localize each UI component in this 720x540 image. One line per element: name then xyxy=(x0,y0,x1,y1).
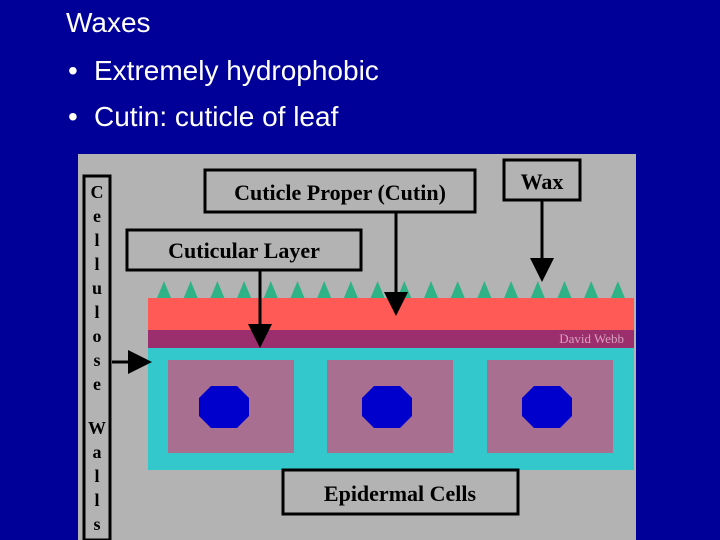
cuticle-proper-label: Cuticle Proper (Cutin) xyxy=(234,180,446,205)
wax-spike xyxy=(183,281,198,298)
wax-spike xyxy=(317,281,332,298)
wax-spike xyxy=(370,281,385,298)
wax-spike xyxy=(237,281,252,298)
cellulose-walls-letter: e xyxy=(93,374,101,394)
cuticle-proper-band xyxy=(148,298,634,330)
bullet-text: Extremely hydrophobic xyxy=(94,55,379,86)
cell-nucleus xyxy=(199,386,249,428)
epidermal-cells-label: Epidermal Cells xyxy=(324,481,477,506)
bullet-item: • Extremely hydrophobic xyxy=(68,54,379,88)
cellulose-walls-letter: C xyxy=(91,182,104,202)
epidermal-cells-label-box xyxy=(281,468,520,516)
wax-spike xyxy=(610,281,625,298)
bullet-text: Cutin: cuticle of leaf xyxy=(94,101,339,132)
cellulose-walls-letter: s xyxy=(93,350,100,370)
cellulose-walls-letter: a xyxy=(93,442,102,462)
cellulose-walls-letter: l xyxy=(94,490,99,510)
bullet-marker: • xyxy=(68,55,78,86)
slide-title: Waxes xyxy=(66,7,151,38)
cell-nucleus xyxy=(362,386,412,428)
wax-spike xyxy=(424,281,438,298)
cellulose-walls-letter: W xyxy=(88,418,106,438)
credit-text: David Webb xyxy=(559,331,624,346)
cell-nucleus xyxy=(522,386,572,428)
wax-spike xyxy=(504,281,519,298)
cellulose-walls-letter: l xyxy=(94,302,99,322)
wax-spike xyxy=(450,281,465,298)
bullet-marker: • xyxy=(68,101,78,132)
wax-label-box xyxy=(502,158,582,202)
wax-spike xyxy=(530,281,545,298)
cuticular-layer-label: Cuticular Layer xyxy=(168,238,320,263)
cellulose-walls-letter: l xyxy=(94,254,99,274)
wax-spike xyxy=(157,281,171,298)
cellulose-walls-letter: l xyxy=(94,230,99,250)
cellulose-walls-letter: s xyxy=(93,514,100,534)
cellulose-walls-letter: l xyxy=(94,466,99,486)
wax-spike xyxy=(477,281,492,298)
cellulose-walls-box xyxy=(82,174,112,540)
bullet-item: • Cutin: cuticle of leaf xyxy=(68,100,338,134)
wax-spike xyxy=(584,281,599,298)
cellulose-walls-letter: e xyxy=(93,206,101,226)
wax-spike xyxy=(290,281,305,298)
cellulose-walls-letter: u xyxy=(92,278,102,298)
cuticle-proper-label-box xyxy=(203,168,477,214)
wax-label: Wax xyxy=(521,169,564,194)
wax-spike xyxy=(210,281,225,298)
cellulose-walls-letter: o xyxy=(93,326,102,346)
wax-spike xyxy=(263,281,278,298)
wax-spike xyxy=(557,281,572,298)
cuticular-layer-label-box xyxy=(125,228,363,272)
wax-spike xyxy=(343,281,358,298)
